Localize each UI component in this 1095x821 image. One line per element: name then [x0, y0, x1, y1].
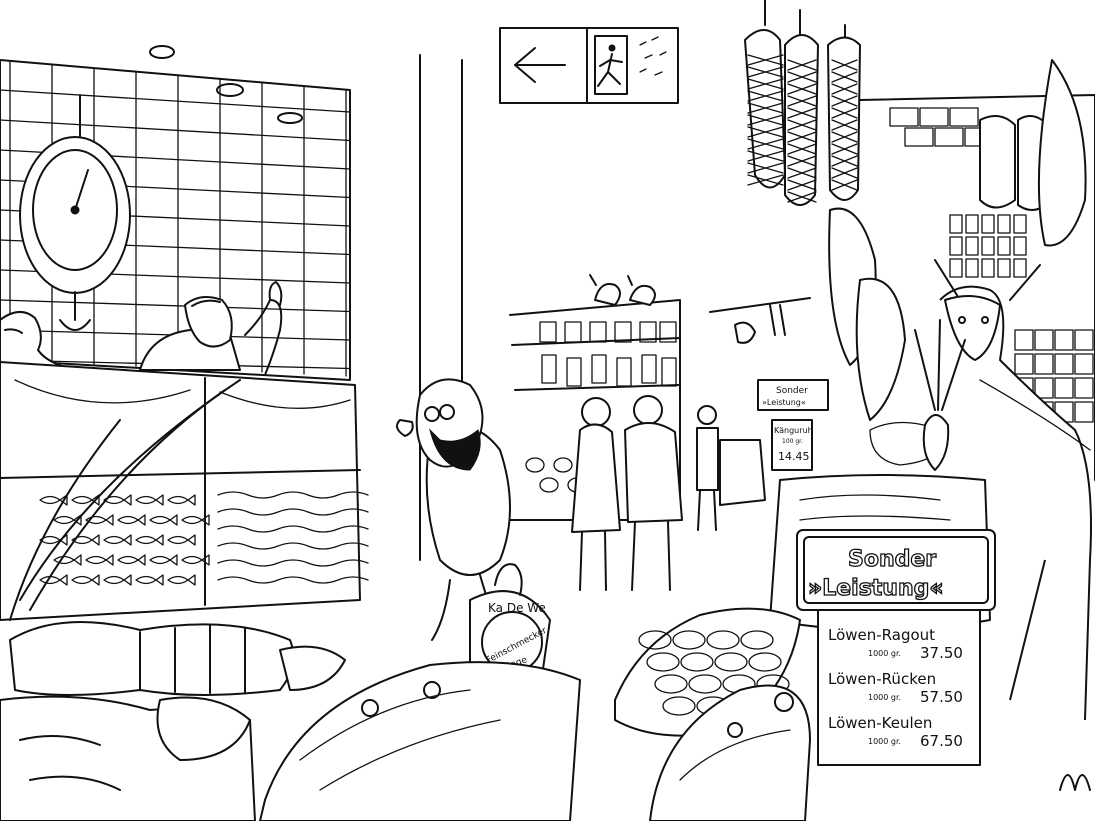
price-item-name: Löwen-Rücken	[828, 670, 936, 688]
shellfish-pile	[0, 695, 256, 821]
price-item-unit: 1000 gr.	[868, 649, 901, 658]
ceiling-lights	[149, 45, 303, 124]
exit-arrow-icon	[514, 47, 566, 83]
platter-left	[259, 661, 581, 821]
big-sign-line2: »Leistung«	[808, 576, 944, 601]
price-item-price: 67.50	[920, 732, 963, 750]
fishmonger-right	[139, 281, 283, 376]
big-sign-line1: Sonder	[848, 547, 936, 572]
big-sonder-sign: Sonder »Leistung«	[796, 529, 996, 611]
pillar	[419, 54, 463, 561]
bag-brand: Ka De We	[488, 601, 546, 615]
hanging-sausages	[744, 0, 861, 206]
hanging-scale	[19, 94, 131, 331]
exit-sign	[499, 27, 679, 104]
price-item-name: Löwen-Keulen	[828, 714, 932, 732]
shopper-man	[624, 395, 683, 591]
kangaroo-price-sign: Känguruh 100 gr. 14.45	[771, 419, 813, 471]
running-person-icon	[594, 35, 667, 95]
platter-right	[649, 684, 811, 821]
kangaroo-label: Känguruh	[774, 426, 813, 435]
artist-signature	[1059, 774, 1091, 791]
price-item-unit: 1000 gr.	[868, 737, 901, 746]
shopper-far	[696, 405, 719, 531]
small-sign-line2: »Leistung«	[762, 398, 806, 407]
deer	[934, 259, 1092, 721]
decorative-birds	[589, 274, 656, 306]
price-item-name: Löwen-Ragout	[828, 626, 935, 644]
price-item-unit: 1000 gr.	[868, 693, 901, 702]
shopper-woman	[571, 397, 621, 591]
price-item-price: 57.50	[920, 688, 963, 706]
fish-display-case	[0, 361, 369, 621]
small-sign-line1: Sonder	[776, 386, 808, 396]
flower-vase	[914, 319, 966, 471]
kangaroo-unit: 100 gr.	[782, 438, 803, 445]
deli-shelves	[859, 59, 1095, 481]
hanging-game	[709, 207, 906, 421]
kangaroo-price: 14.45	[778, 450, 810, 463]
bearded-customer	[395, 378, 511, 641]
small-sonder-sign: Sonder »Leistung«	[757, 379, 829, 411]
price-item-price: 37.50	[920, 644, 963, 662]
fishmonger-left	[0, 311, 61, 371]
lobster	[9, 379, 346, 696]
